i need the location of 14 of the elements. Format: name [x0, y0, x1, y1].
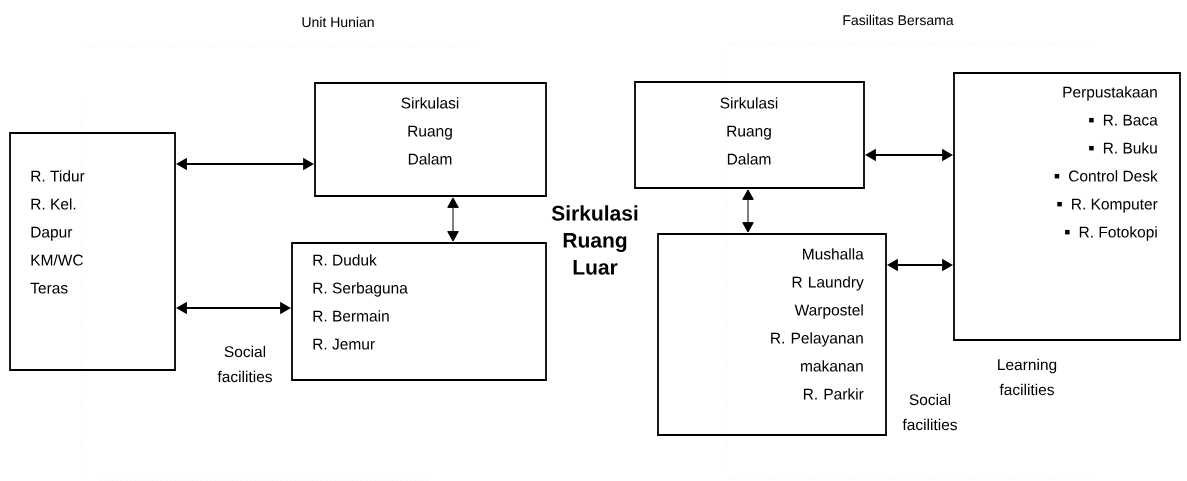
room-box: Perpustakaan R. Baca R. Buku Control Desk R. Komputer R. Fotokopi — [953, 72, 1181, 341]
arrow — [742, 189, 754, 233]
room-box: R. Tidur R. Kel. Dapur KM/WC Teras — [9, 132, 176, 371]
arrow — [447, 197, 459, 242]
section-title: Fasilitas Bersama — [843, 14, 954, 26]
section-title: Unit Hunian — [302, 16, 374, 28]
node-label: Learning facilities — [998, 358, 1057, 396]
node-label: Social facilities — [902, 393, 957, 431]
room-box: Sirkulasi Ruang Dalam — [634, 81, 865, 189]
room-box: R. Duduk R. Serbaguna R. Bermain R. Jemur — [291, 242, 547, 381]
node-label: Social facilities — [217, 345, 272, 383]
room-box: Mushalla R Laundry Warpostel R. Pelayanan makanan R. Parkir — [657, 233, 887, 436]
circulation-label: Sirkulasi Ruang Luar — [551, 205, 638, 275]
room-box: Sirkulasi Ruang Dalam — [314, 82, 547, 197]
